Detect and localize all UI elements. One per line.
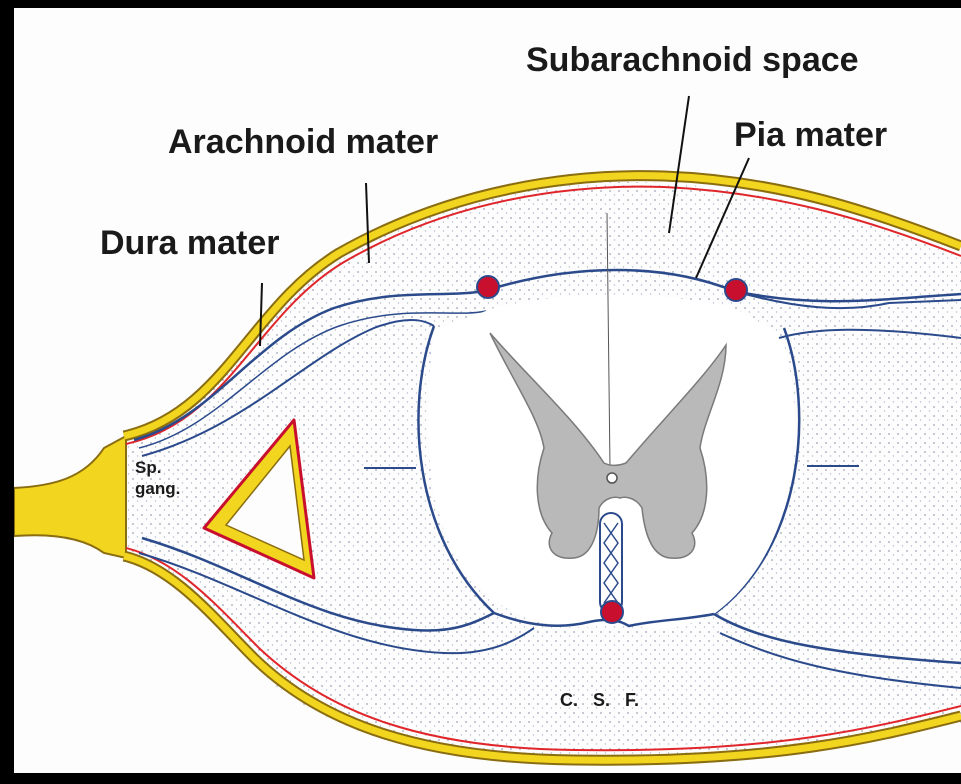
label-sp-gang-2: gang.: [135, 480, 180, 498]
label-csf: C. S. F.: [560, 691, 639, 710]
diagram-panel: Subarachnoid space Pia mater Arachnoid m…: [14, 8, 961, 773]
anterior-spinal-artery: [601, 601, 623, 623]
spinal-nerve-root: [14, 436, 126, 558]
posterior-vessel-left: [477, 276, 499, 298]
label-subarachnoid-space: Subarachnoid space: [526, 43, 859, 77]
label-sp-gang-1: Sp.: [135, 459, 161, 477]
label-pia-mater: Pia mater: [734, 118, 887, 152]
central-canal: [607, 473, 617, 483]
label-arachnoid-mater: Arachnoid mater: [168, 125, 438, 159]
label-dura-mater: Dura mater: [100, 226, 280, 260]
posterior-vessel-right: [725, 279, 747, 301]
